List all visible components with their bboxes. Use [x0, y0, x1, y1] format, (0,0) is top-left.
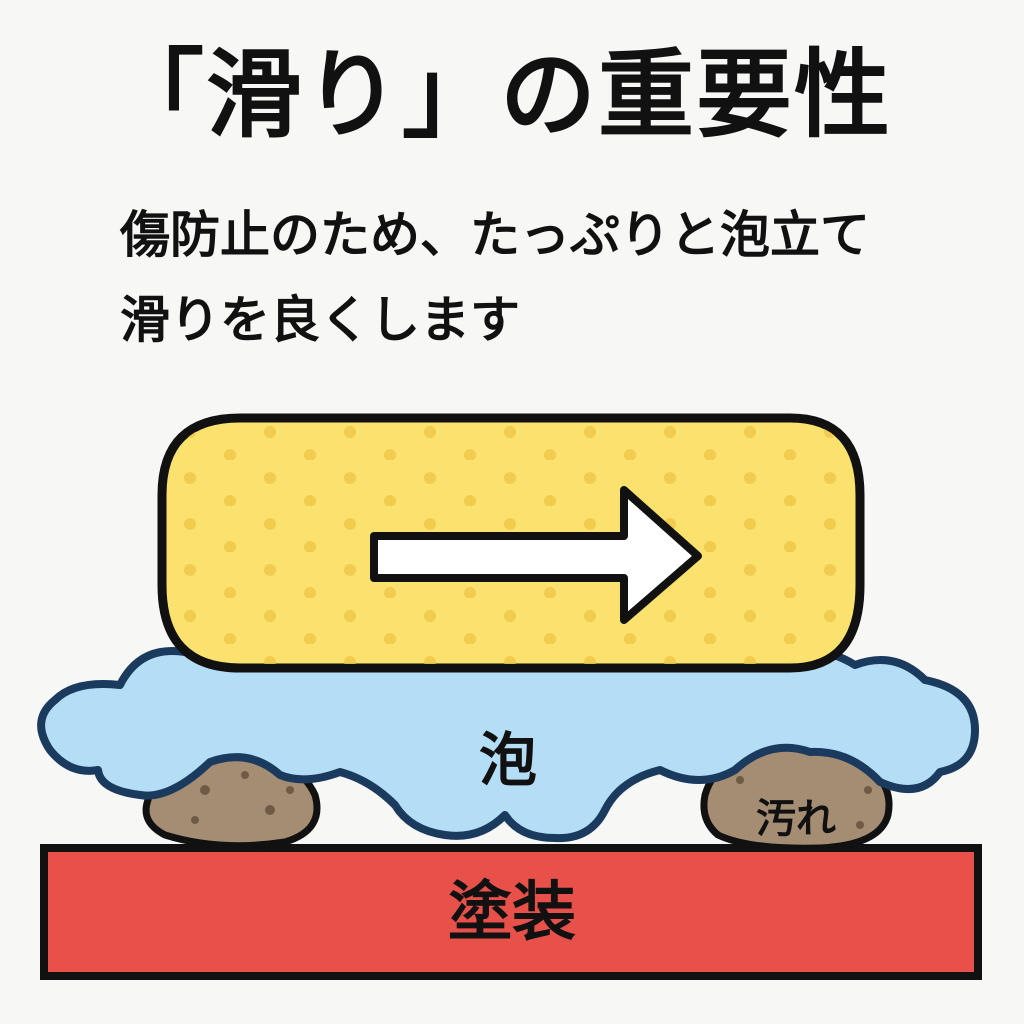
dirt-label: 汚れ: [756, 796, 836, 842]
subtitle-line-2: 滑りを良くします: [120, 291, 520, 349]
page-title: 「滑り」の重要性: [108, 39, 892, 151]
dirt-left-specks: [191, 771, 294, 824]
right-arrow-icon: [370, 486, 702, 624]
paint-layer: [40, 844, 982, 980]
dirt-right-specks: [736, 776, 872, 829]
subtitle-line-1: 傷防止のため、たっぷりと泡立て: [120, 206, 870, 264]
paint-label: 塗装: [448, 876, 576, 950]
sponge: [157, 413, 865, 673]
foam-label: 泡: [479, 726, 537, 794]
